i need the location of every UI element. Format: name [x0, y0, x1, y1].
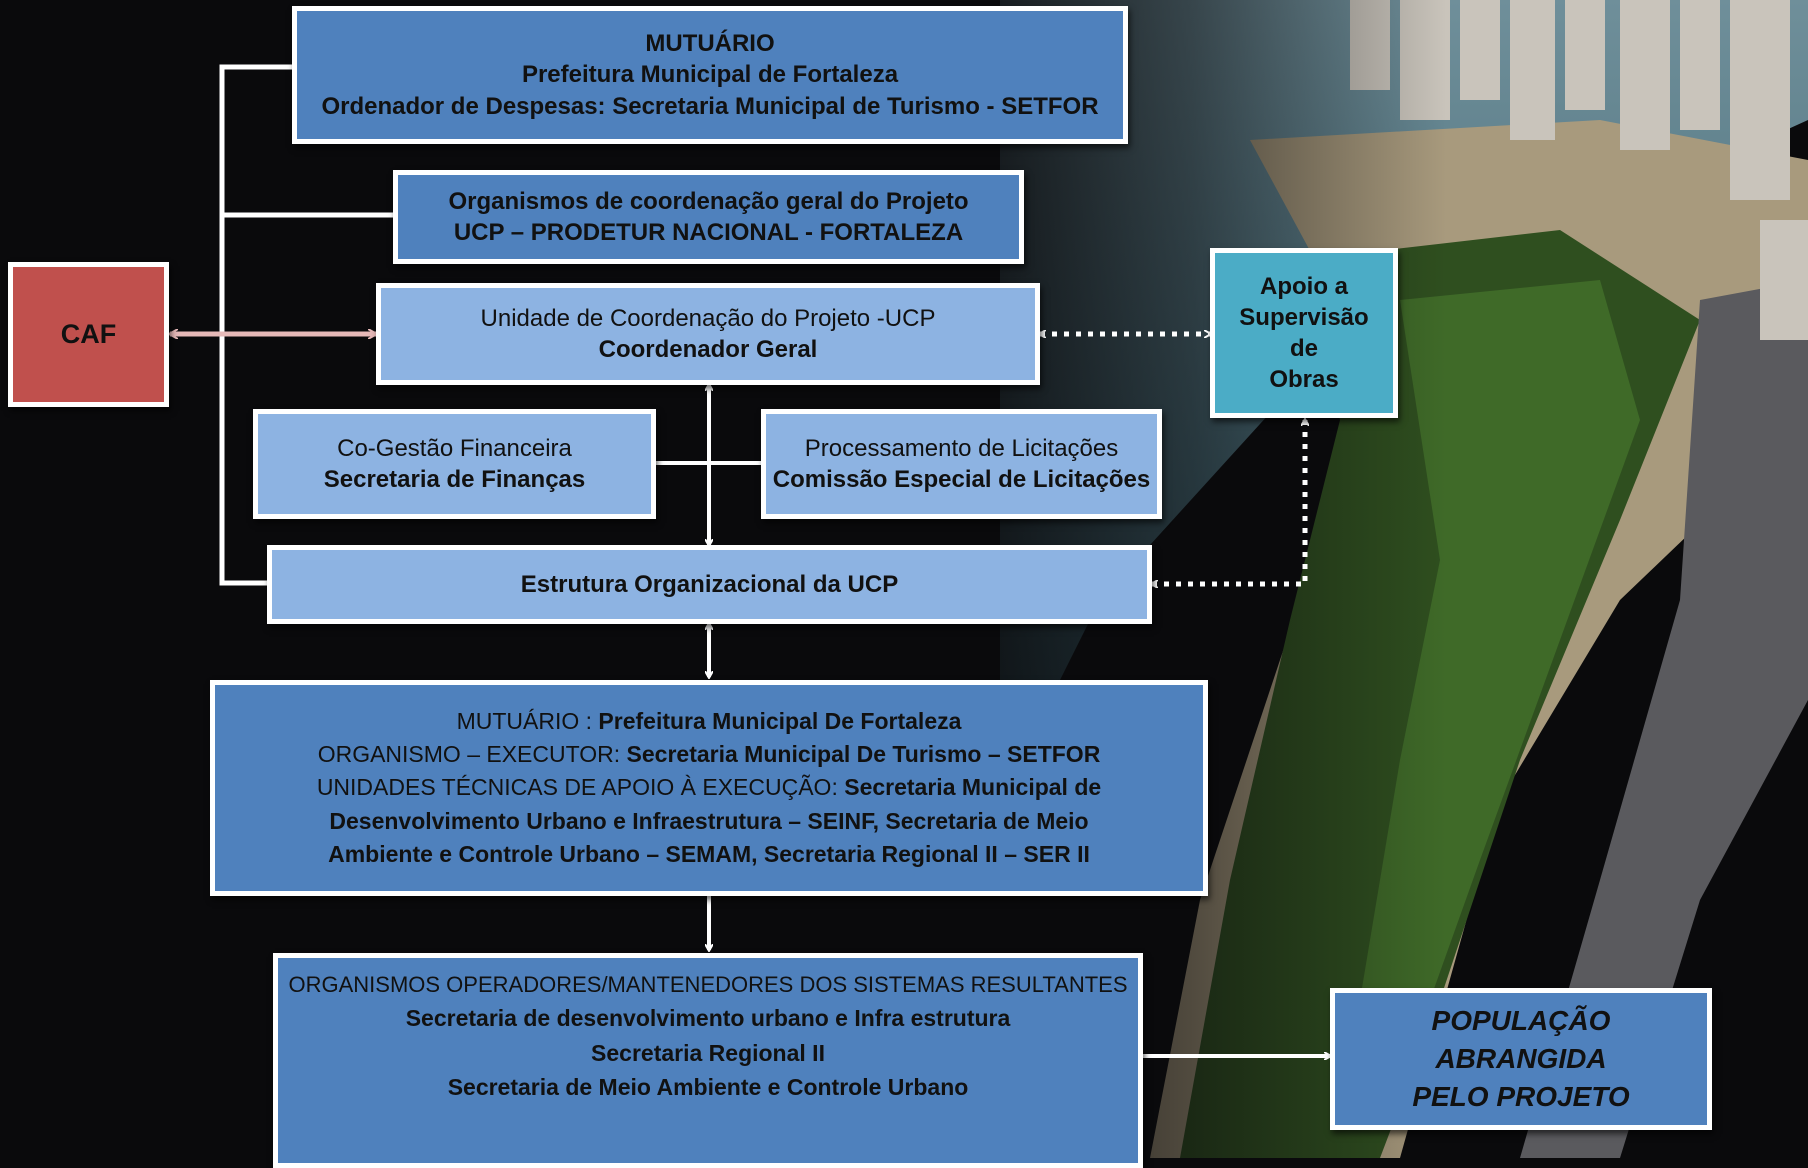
licitacoes-line1: Processamento de Licitações	[804, 434, 1119, 462]
populacao-box: POPULAÇÃO ABRANGIDA PELO PROJETO	[1330, 988, 1712, 1130]
executor-line1: MUTUÁRIO : Prefeitura Municipal De Forta…	[457, 705, 962, 738]
populacao-line1: POPULAÇÃO	[1431, 1005, 1611, 1037]
executor-l1-label: MUTUÁRIO :	[456, 707, 599, 734]
apoio-estrutura-dotted	[1152, 420, 1305, 584]
ucp-box: Unidade de Coordenação do Projeto -UCP C…	[376, 283, 1040, 385]
ucp-line2: Coordenador Geral	[598, 336, 818, 363]
cogestao-box: Co-Gestão Financeira Secretaria de Finan…	[253, 409, 656, 519]
organismos-line1: Organismos de coordenação geral do Proje…	[448, 187, 969, 215]
executor-l3-label: UNIDADES TÉCNICAS DE APOIO À EXECUÇÃO:	[316, 774, 845, 801]
organismos-line2: UCP – PRODETUR NACIONAL - FORTALEZA	[453, 219, 964, 246]
executor-line2: ORGANISMO – EXECUTOR: Secretaria Municip…	[318, 738, 1101, 771]
operadores-line3: Secretaria Regional II	[591, 1039, 825, 1066]
operadores-line1: ORGANISMOS OPERADORES/MANTENEDORES DOS S…	[288, 972, 1128, 997]
mutuario-top-line1: MUTUÁRIO	[645, 30, 775, 58]
left-bracket-line	[219, 64, 294, 586]
executor-l2-label: ORGANISMO – EXECUTOR:	[317, 740, 627, 767]
apoio-box: Apoio a Supervisão de Obras	[1210, 248, 1398, 418]
mutuario-top-line2: Prefeitura Municipal de Fortaleza	[521, 61, 899, 89]
licitacoes-box: Processamento de Licitações Comissão Esp…	[761, 409, 1162, 519]
executor-l2-value: Secretaria Municipal De Turismo – SETFOR	[626, 740, 1101, 767]
operadores-box: ORGANISMOS OPERADORES/MANTENEDORES DOS S…	[273, 953, 1143, 1168]
executor-l3-value: Secretaria Municipal de	[844, 774, 1102, 801]
executor-line5: Ambiente e Controle Urbano – SEMAM, Secr…	[328, 841, 1090, 868]
caf-label: CAF	[60, 318, 117, 349]
apoio-line4: Obras	[1269, 366, 1339, 394]
estrutura-label: Estrutura Organizacional da UCP	[520, 570, 899, 598]
mutuario-top-line3: Ordenador de Despesas: Secretaria Munici…	[321, 92, 1099, 120]
licitacoes-line2: Comissão Especial de Licitações	[772, 466, 1151, 493]
estrutura-box: Estrutura Organizacional da UCP	[267, 545, 1152, 624]
executor-l1-value: Prefeitura Municipal De Fortaleza	[598, 707, 962, 734]
cogestao-line2: Secretaria de Finanças	[323, 466, 586, 493]
apoio-line2: Supervisão	[1239, 303, 1369, 331]
apoio-line3: de	[1289, 335, 1318, 362]
cogestao-line1: Co-Gestão Financeira	[337, 434, 572, 462]
populacao-line3: PELO PROJETO	[1412, 1080, 1630, 1112]
caf-box: CAF	[8, 262, 169, 407]
executor-line3: UNIDADES TÉCNICAS DE APOIO À EXECUÇÃO: S…	[317, 771, 1101, 804]
apoio-line1: Apoio a	[1260, 272, 1348, 300]
ucp-line1: Unidade de Coordenação do Projeto -UCP	[480, 304, 936, 332]
executor-line4: Desenvolvimento Urbano e Infraestrutura …	[329, 807, 1089, 834]
executor-box: MUTUÁRIO : Prefeitura Municipal De Forta…	[210, 680, 1208, 896]
operadores-line4: Secretaria de Meio Ambiente e Controle U…	[447, 1074, 969, 1100]
populacao-line2: ABRANGIDA	[1435, 1043, 1607, 1075]
operadores-line2: Secretaria de desenvolvimento urbano e I…	[405, 1005, 1011, 1031]
mutuario-top-box: MUTUÁRIO Prefeitura Municipal de Fortale…	[292, 6, 1128, 144]
organismos-box: Organismos de coordenação geral do Proje…	[393, 170, 1024, 264]
